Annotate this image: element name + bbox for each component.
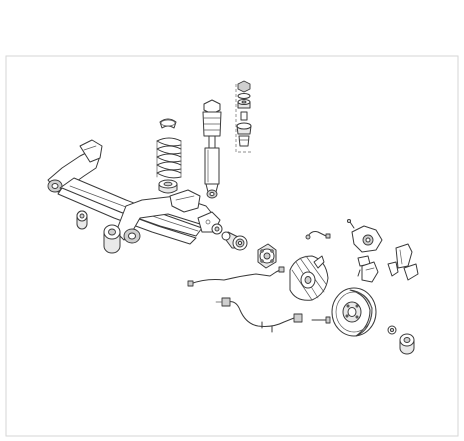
brake-disc	[331, 287, 377, 337]
coil-spring	[156, 137, 182, 179]
abs-sensor-cable	[187, 266, 303, 333]
spring-upper-seat	[159, 118, 177, 129]
backing-plate	[289, 255, 329, 301]
strut-mount-stack	[235, 80, 252, 153]
spring-lower-seat	[158, 179, 178, 194]
drawing-frame	[5, 55, 459, 437]
brake-caliper	[346, 218, 383, 267]
brake-pads	[387, 243, 419, 281]
small-fittings	[305, 231, 415, 355]
wheel-hub	[257, 243, 277, 269]
shock-absorber	[202, 99, 222, 199]
axle-bushings	[76, 210, 121, 254]
rear-axle-beam	[47, 139, 221, 245]
caliper-bracket	[361, 261, 379, 283]
wheel-bearing	[211, 223, 248, 251]
